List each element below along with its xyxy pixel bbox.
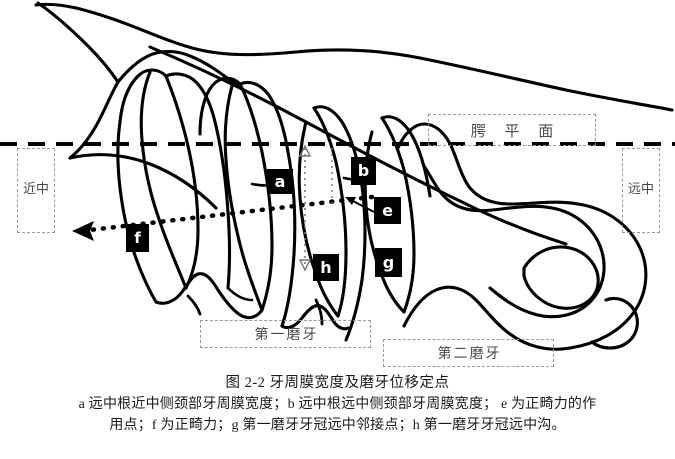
root-2-outer xyxy=(223,84,264,312)
point-marker-b-text: b xyxy=(357,161,370,180)
crown-cusp-detail-1 xyxy=(186,294,202,316)
point-marker-a-text: a xyxy=(274,171,286,191)
point-marker-h-text: h xyxy=(320,257,332,277)
figure-caption: 图 2-2 牙周膜宽度及磨牙位移定点 a 远中根近中侧颈部牙周膜宽度；b 远中根… xyxy=(0,372,675,436)
root-1-outer xyxy=(139,70,188,290)
root-2-pdl xyxy=(238,80,297,328)
root-3-pdl-distal xyxy=(312,105,367,342)
region-label-mesial-text: 近中 xyxy=(22,182,49,198)
point-marker-e: e xyxy=(374,197,401,224)
caption-line-2: 用点；f 为正畸力；g 第一磨牙牙冠远中邻接点；h 第一磨牙牙冠远中沟。 xyxy=(109,418,566,433)
root-2-inner xyxy=(238,82,274,312)
point-marker-f-text: f xyxy=(134,228,141,247)
root-1-pdl xyxy=(164,72,232,290)
anterior-ridge-contour xyxy=(68,80,120,160)
point-marker-b: b xyxy=(351,157,376,185)
point-marker-h: h xyxy=(313,254,339,281)
point-marker-g: g xyxy=(375,248,402,277)
application-point-arrowhead xyxy=(345,197,356,205)
point-marker-e-text: e xyxy=(382,200,393,220)
region-label-second-molar-text: 第二磨牙 xyxy=(437,346,502,362)
tooth-outline-illustration xyxy=(0,1,675,351)
vertical-line-top-arrowhead xyxy=(298,144,312,157)
second-molar-crown-lower xyxy=(402,285,572,351)
alveolar-crest-mesial xyxy=(68,153,218,210)
maxilla-superior-border xyxy=(34,2,674,112)
first-molar-furcation-line xyxy=(226,286,254,302)
second-molar-crown-outer xyxy=(396,122,648,350)
region-label-second-molar: 第二磨牙 xyxy=(383,339,554,367)
point-marker-f: f xyxy=(126,224,149,252)
region-label-distal-text: 远中 xyxy=(627,182,654,198)
second-molar-distal-cusp xyxy=(590,296,639,350)
point-marker-g-text: g xyxy=(382,252,395,272)
region-label-palatal-plane-text: 腭 平 面 xyxy=(470,121,561,140)
region-label-first-molar-text: 第一磨牙 xyxy=(254,327,319,343)
figure-title: 图 2-2 牙周膜宽度及磨牙位移定点 xyxy=(225,375,450,391)
force-vector-arrowhead xyxy=(72,221,94,241)
dental-diagram: 腭 平 面 近中 远中 第一磨牙 第二磨牙 a b e f g xyxy=(0,1,675,367)
vertical-line-bottom-arrowhead xyxy=(298,259,312,272)
point-marker-a: a xyxy=(267,169,293,194)
region-label-palatal-plane: 腭 平 面 xyxy=(428,114,596,146)
second-molar-crown-inner-ridge xyxy=(422,164,602,248)
maxilla-inner-border xyxy=(36,1,120,84)
region-label-mesial: 近中 xyxy=(17,148,55,233)
first-molar-crown xyxy=(154,272,264,320)
root-1-outer-2 xyxy=(164,74,200,290)
crown-cusp-detail-2 xyxy=(314,298,324,326)
region-label-first-molar: 第一磨牙 xyxy=(200,320,371,348)
region-label-distal: 远中 xyxy=(622,148,660,233)
root-2-pdl-2 xyxy=(198,76,242,136)
root-3-inner xyxy=(312,106,348,318)
force-vector-dotted-line xyxy=(87,194,375,233)
maxillary-sinus-floor xyxy=(116,49,240,88)
caption-line-1: a 远中根近中侧颈部牙周膜宽度；b 远中根远中侧颈部牙周膜宽度； e 为正畸力的… xyxy=(78,397,597,412)
second-molar-crown-inner-ridge-2 xyxy=(488,244,606,319)
second-molar-pulp-chamber xyxy=(522,245,600,310)
